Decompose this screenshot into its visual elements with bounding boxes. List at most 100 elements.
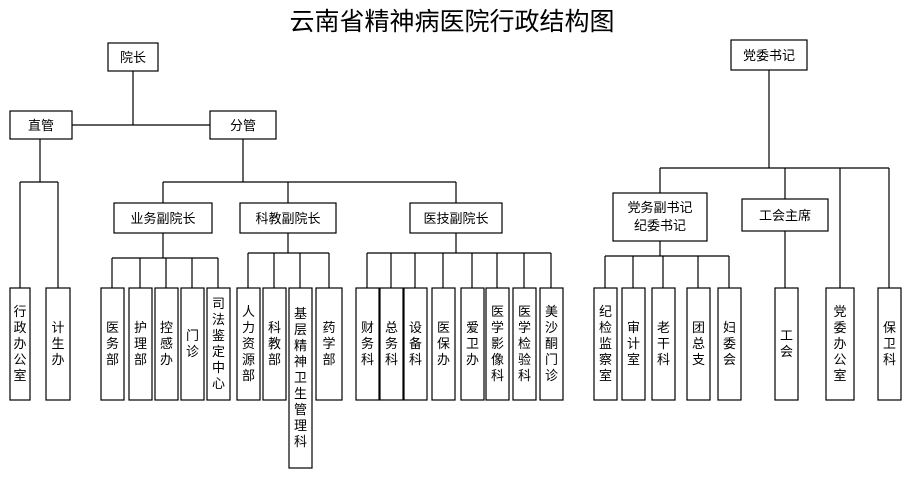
node-label: 业务副院长 [130,211,195,227]
node-label: 药学部 [322,321,335,368]
node-label: 控感办 [160,321,173,368]
node-box [45,287,71,401]
node-label: 司法鉴定中心 [212,297,225,392]
node-box [717,287,742,401]
node-sifa-jianding: 司法鉴定中心 [206,287,231,401]
node-tuanzongzhi: 团总支 [686,287,711,401]
node-label: 直管 [28,119,54,134]
node-menzhen: 门诊 [180,287,205,401]
node-label: 医学影像科 [491,305,504,384]
node-yaoxuebu: 药学部 [315,287,343,401]
node-aiweiban: 爱卫办 [460,287,485,401]
connector-lines [19,70,890,288]
node-label: 医保办 [437,321,450,368]
node-label: 党委办公室 [833,305,846,384]
node-label: 行政办公室 [13,305,26,384]
node-label: 党务副书记纪委书记 [627,200,692,234]
node-label: 科教副院长 [255,211,320,227]
node-label: 团总支 [692,321,705,368]
node-box [621,287,646,401]
node-label: 科教部 [268,321,281,368]
node-label: 纪检监察室 [599,305,612,384]
node-jishengban: 计生办 [45,287,71,401]
node-box [431,287,456,401]
node-yiji-fuyuanzhang: 医技副院长 [409,202,503,234]
node-gonghui: 工会 [774,287,799,401]
node-dangwu-jiwei-shuji: 党务副书记纪委书记 [612,192,708,242]
node-box [379,287,404,401]
node-fenguan: 分管 [209,110,277,140]
node-label: 医务部 [106,321,119,368]
node-label: 工会主席 [759,208,811,224]
node-dangwei-shuji: 党委书记 [730,39,808,71]
node-label: 基层精神卫生管理科 [294,307,307,450]
node-box [100,287,125,401]
node-box [593,287,618,401]
node-label: 人力资源部 [242,305,255,384]
node-box [113,202,213,234]
node-caiwuke: 财务科 [355,287,380,401]
node-label: 审计室 [627,321,640,368]
node-label: 医学检验科 [518,305,531,384]
node-kejiao-fuyuanzhang: 科教副院长 [239,202,337,234]
node-baoweike: 保卫科 [877,287,902,401]
node-zhiguan: 直管 [9,110,73,140]
node-label: 保卫科 [883,321,896,368]
node-label: 计生办 [51,321,64,368]
node-box [239,202,337,234]
node-label: 财务科 [361,321,374,368]
node-xingzheng-bangongshi: 行政办公室 [9,287,31,401]
node-box [262,287,287,401]
node-box [180,287,205,401]
node-fuweihui: 妇委会 [717,287,742,401]
node-box [236,287,261,401]
node-box [686,287,711,401]
node-box [651,287,676,401]
node-yixue-jianyanke: 医学检验科 [512,287,537,401]
node-box [539,287,564,401]
node-meishatong-menzhen: 美沙酮门诊 [539,287,564,401]
node-box [315,287,343,401]
node-jiceng-jingshen: 基层精神卫生管理科 [288,287,313,469]
node-box [288,287,313,469]
node-box [9,110,73,140]
node-box [206,287,231,401]
node-box [107,42,159,72]
node-gonghui-zhuxi: 工会主席 [741,198,829,232]
node-box [209,110,277,140]
node-label: 分管 [230,119,256,134]
node-yewu-fuyuanzhang: 业务副院长 [113,202,213,234]
label-jiwei-shuji: 纪委书记 [634,219,686,234]
node-label: 总务科 [385,321,398,368]
node-label: 美沙酮门诊 [545,305,558,384]
node-label: 医技副院长 [423,212,488,227]
label-dangwu-fushuji: 党务副书记 [627,200,692,216]
node-renli-ziyuanbu: 人力资源部 [236,287,261,401]
node-yibaoban: 医保办 [431,287,456,401]
node-box [128,287,153,401]
node-yuanzhang: 院长 [107,42,159,72]
node-label: 爱卫办 [466,321,479,368]
node-dangwei-bangongshi: 党委办公室 [825,287,855,401]
node-box [355,287,380,401]
node-label: 工会 [780,329,793,360]
node-box [460,287,485,401]
node-label: 院长 [120,51,146,66]
node-box [741,198,829,232]
node-yixue-yingxiangke: 医学影像科 [485,287,510,401]
node-box [9,287,31,401]
node-box [774,287,799,401]
node-label: 老干科 [657,321,670,368]
node-laoganke: 老干科 [651,287,676,401]
node-box [877,287,902,401]
node-box [485,287,510,401]
node-label: 妇委会 [723,320,736,368]
node-box [409,202,503,234]
node-shenjishi: 审计室 [621,287,646,401]
node-zongwuke: 总务科 [379,287,404,401]
node-label: 护理部 [134,321,147,368]
node-label: 党委书记 [743,49,795,64]
node-box [825,287,855,401]
